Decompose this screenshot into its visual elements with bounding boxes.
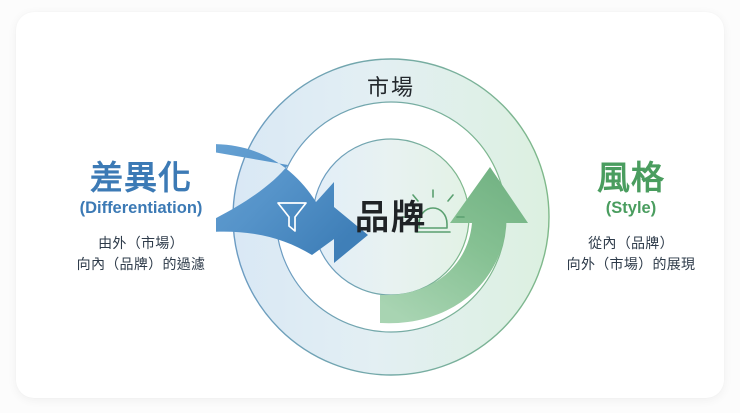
right-heading-en: (Style)	[605, 198, 657, 217]
left-heading-cjk: 差異化	[90, 159, 192, 196]
diagram-card: 差異化 (Differentiation) 由外（市場） 向內（品牌）的過濾 風…	[16, 12, 724, 398]
left-label-block: 差異化 (Differentiation) 由外（市場） 向內（品牌）的過濾	[26, 159, 256, 276]
right-description: 從內（品牌） 向外（市場）的展現	[566, 234, 696, 273]
right-label-block: 風格 (Style) 從內（品牌） 向外（市場）的展現	[516, 159, 740, 276]
outer-ring-label: 市場	[367, 75, 415, 100]
concentric-circle-diagram: 市場 品牌	[216, 58, 550, 376]
green-outward-arrow	[380, 167, 528, 324]
left-heading-en: (Differentiation)	[79, 198, 203, 217]
beacon-light-icon	[401, 189, 465, 233]
right-heading-cjk: 風格	[597, 159, 665, 196]
left-description: 由外（市場） 向內（品牌）的過濾	[76, 234, 206, 273]
center-label: 品牌	[355, 199, 427, 237]
funnel-icon	[277, 202, 307, 232]
